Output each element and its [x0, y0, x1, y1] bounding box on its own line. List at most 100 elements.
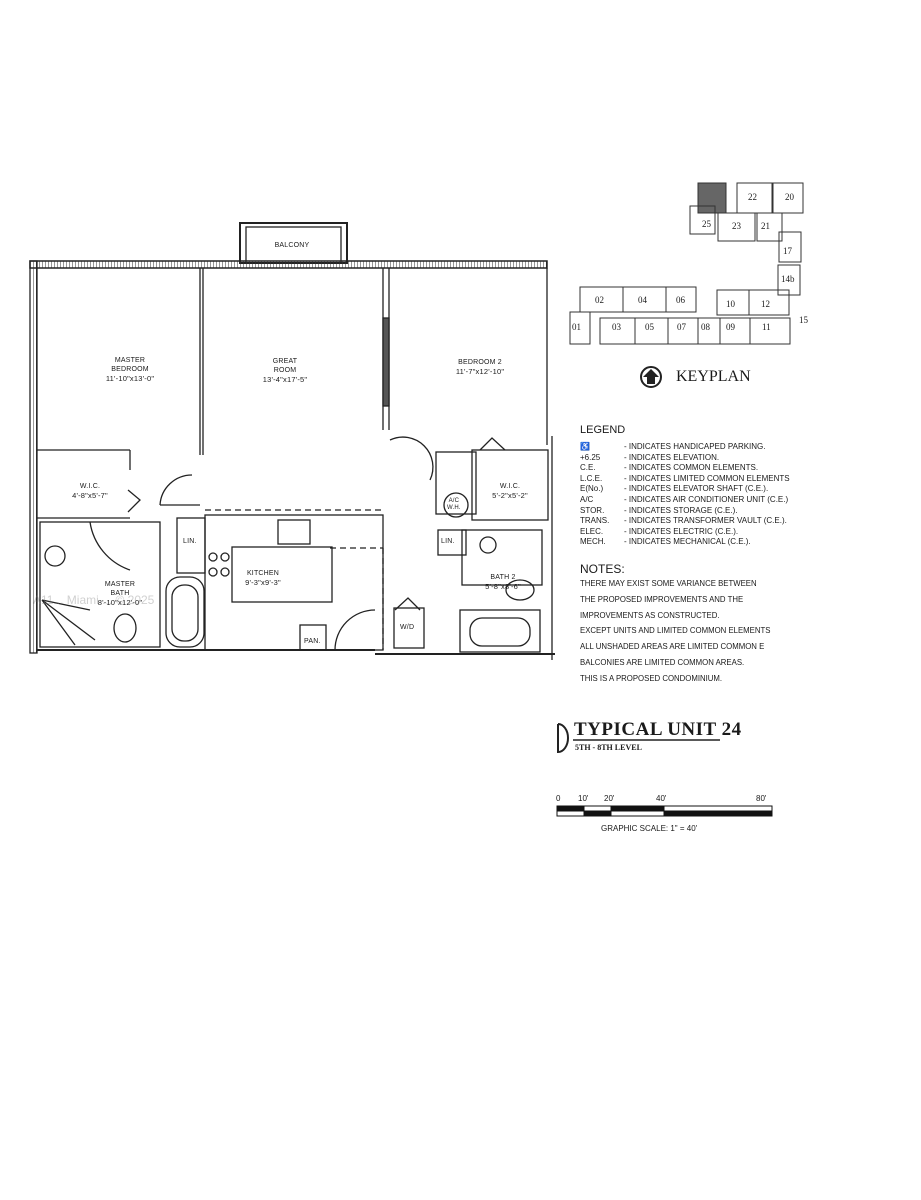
keyplan-label: KEYPLAN — [676, 368, 751, 385]
keyplan-unit: 09 — [726, 322, 735, 332]
legend-desc: - INDICATES ELEVATOR SHAFT (C.E.). — [624, 484, 769, 494]
legend-item: STOR. - INDICATES STORAGE (C.E.). — [580, 506, 790, 517]
scale-tick: 80' — [756, 794, 767, 803]
kitchen-label: KITCHEN 9'-3"x9'-3" — [228, 569, 298, 587]
master-bedroom-label: MASTER BEDROOM 11'-10"x13'-0" — [80, 356, 180, 383]
washer-dryer-label: W/D — [400, 624, 415, 631]
legend-key: TRANS. — [580, 516, 610, 526]
notes: NOTES: THERE MAY EXIST SOME VARIANCE BET… — [580, 562, 790, 687]
legend-item: MECH. - INDICATES MECHANICAL (C.E.). — [580, 537, 790, 548]
master-bath-name: MASTER — [104, 581, 136, 588]
note-line: THERE MAY EXIST SOME VARIANCE BETWEEN — [580, 578, 757, 588]
unit-subtitle: 5TH - 8TH LEVEL — [575, 743, 642, 752]
legend-key: E(No.) — [580, 484, 604, 494]
keyplan-unit: 20 — [785, 192, 794, 202]
scale-tick: 40' — [656, 794, 667, 803]
legend-desc: - INDICATES AIR CONDITIONER UNIT (C.E.) — [624, 494, 789, 504]
legend-key: STOR. — [580, 505, 605, 515]
keyplan-unit: 23 — [732, 221, 741, 231]
keyplan-unit: 25 — [702, 219, 711, 229]
note-line: ALL UNSHADED AREAS ARE LIMITED COMMON E — [580, 642, 765, 652]
note-line: IMPROVEMENTS AS CONSTRUCTED. — [580, 610, 720, 620]
keyplan-unit: 05 — [645, 322, 654, 332]
legend-desc: - INDICATES LIMITED COMMON ELEMENTS — [624, 473, 790, 483]
master-bath-label: MASTER BATH 8'-10"x12'-0" — [85, 580, 155, 607]
graphic-scale-label: GRAPHIC SCALE: 1" = 40' — [601, 824, 698, 833]
legend-desc: - INDICATES HANDICAPED PARKING. — [624, 442, 766, 451]
legend-desc: - INDICATES MECHANICAL (C.E.). — [624, 537, 751, 547]
keyplan-unit: 14b — [781, 274, 795, 284]
note-line: THE PROPOSED IMPROVEMENTS AND THE — [580, 594, 744, 604]
legend-title: LEGEND — [580, 424, 626, 436]
bath2-dims: 5'-8"x8'-6" — [485, 582, 521, 591]
wic-bed2-name: W.I.C. — [499, 483, 521, 490]
keyplan-unit: 12 — [761, 299, 770, 309]
keyplan-unit: 17 — [783, 246, 792, 256]
note-line: EXCEPT UNITS AND LIMITED COMMON ELEMENTS — [580, 626, 771, 636]
legend-key: +6.25 — [580, 452, 601, 462]
master-bedroom-name2: BEDROOM — [111, 366, 149, 373]
legend-desc: - INDICATES TRANSFORMER VAULT (C.E.). — [624, 516, 787, 526]
keyplan-unit: 06 — [676, 295, 685, 305]
legend-item: +6.25 - INDICATES ELEVATION. — [580, 453, 790, 464]
note-line: THIS IS A PROPOSED CONDOMINIUM. — [580, 673, 723, 683]
keyplan-unit: 07 — [677, 322, 686, 332]
linen-label-2: LIN. — [441, 538, 455, 545]
keyplan-unit: 02 — [595, 295, 604, 305]
wh-label: W.H. — [447, 505, 461, 511]
legend-key: L.C.E. — [580, 473, 603, 483]
master-bath-dims: 8'-10"x12'-0" — [97, 598, 143, 607]
pantry-label: PAN. — [304, 638, 321, 645]
north-arrow-icon — [640, 366, 662, 388]
wic-master-label: W.I.C. 4'-8"x5'-7" — [55, 482, 125, 500]
legend-desc: - INDICATES ELEVATION. — [624, 452, 720, 462]
scale-tick: 10' — [578, 794, 589, 803]
bath2-label: BATH 2 5'-8"x8'-6" — [468, 573, 538, 591]
legend-key: A/C — [580, 494, 594, 504]
great-room-name2: ROOM — [273, 367, 297, 374]
balcony-name: BALCONY — [274, 242, 310, 249]
bedroom2-dims: 11'-7"x12'-10" — [455, 367, 505, 376]
bedroom2-name: BEDROOM 2 — [458, 359, 502, 366]
legend-item: E(No.) - INDICATES ELEVATOR SHAFT (C.E.). — [580, 484, 790, 495]
legend-item: ♿ - INDICATES HANDICAPED PARKING. — [580, 442, 790, 453]
scale-tick: 20' — [604, 794, 615, 803]
great-room-label: GREAT ROOM 13'-4"x17'-5" — [235, 357, 335, 384]
legend-desc: - INDICATES STORAGE (C.E.). — [624, 505, 738, 515]
unit-title: TYPICAL UNIT 24 — [574, 719, 742, 740]
legend-item: ELEC. - INDICATES ELECTRIC (C.E.). — [580, 527, 790, 538]
bedroom2-label: BEDROOM 2 11'-7"x12'-10" — [430, 358, 530, 376]
legend-desc: - INDICATES ELECTRIC (C.E.). — [624, 526, 739, 536]
ac-wh-label: A/C W.H. — [447, 498, 461, 512]
master-bedroom-dims: 11'-10"x13'-0" — [105, 374, 155, 383]
note-line: BALCONIES ARE LIMITED COMMON AREAS. — [580, 657, 745, 667]
wic-bed2-dims: 5'-2"x5'-2" — [492, 491, 528, 500]
legend-key: C.E. — [580, 463, 596, 473]
great-room-name: GREAT — [272, 358, 298, 365]
keyplan-unit: 11 — [762, 322, 771, 332]
legend-item: L.C.E. - INDICATES LIMITED COMMON ELEMENT… — [580, 474, 790, 485]
legend-key: ELEC. — [580, 526, 604, 536]
keyplan-unit: 10 — [726, 299, 735, 309]
wic-master-dims: 4'-8"x5'-7" — [72, 491, 108, 500]
scale-tick: 0 — [556, 794, 561, 803]
master-bath-name2: BATH — [110, 590, 130, 597]
wic-master-name: W.I.C. — [79, 483, 101, 490]
legend-key: MECH. — [580, 537, 606, 547]
legend-item: C.E. - INDICATES COMMON ELEMENTS. — [580, 463, 790, 474]
wic-bed2-label: W.I.C. 5'-2"x5'-2" — [475, 482, 545, 500]
handicap-icon: ♿ — [580, 442, 590, 451]
ac-label: A/C — [448, 498, 460, 504]
master-bedroom-name: MASTER — [114, 357, 146, 364]
balcony-label: BALCONY — [262, 241, 322, 250]
legend-desc: - INDICATES COMMON ELEMENTS. — [624, 463, 759, 473]
great-room-dims: 13'-4"x17'-5" — [262, 375, 308, 384]
kitchen-dims: 9'-3"x9'-3" — [245, 578, 281, 587]
keyplan-unit: 21 — [761, 221, 770, 231]
keyplan-unit: 08 — [701, 322, 710, 332]
kitchen-name: KITCHEN — [246, 570, 280, 577]
keyplan-unit: 04 — [638, 295, 647, 305]
keyplan-unit: 01 — [572, 322, 581, 332]
keyplan-unit: 15 — [799, 315, 808, 325]
